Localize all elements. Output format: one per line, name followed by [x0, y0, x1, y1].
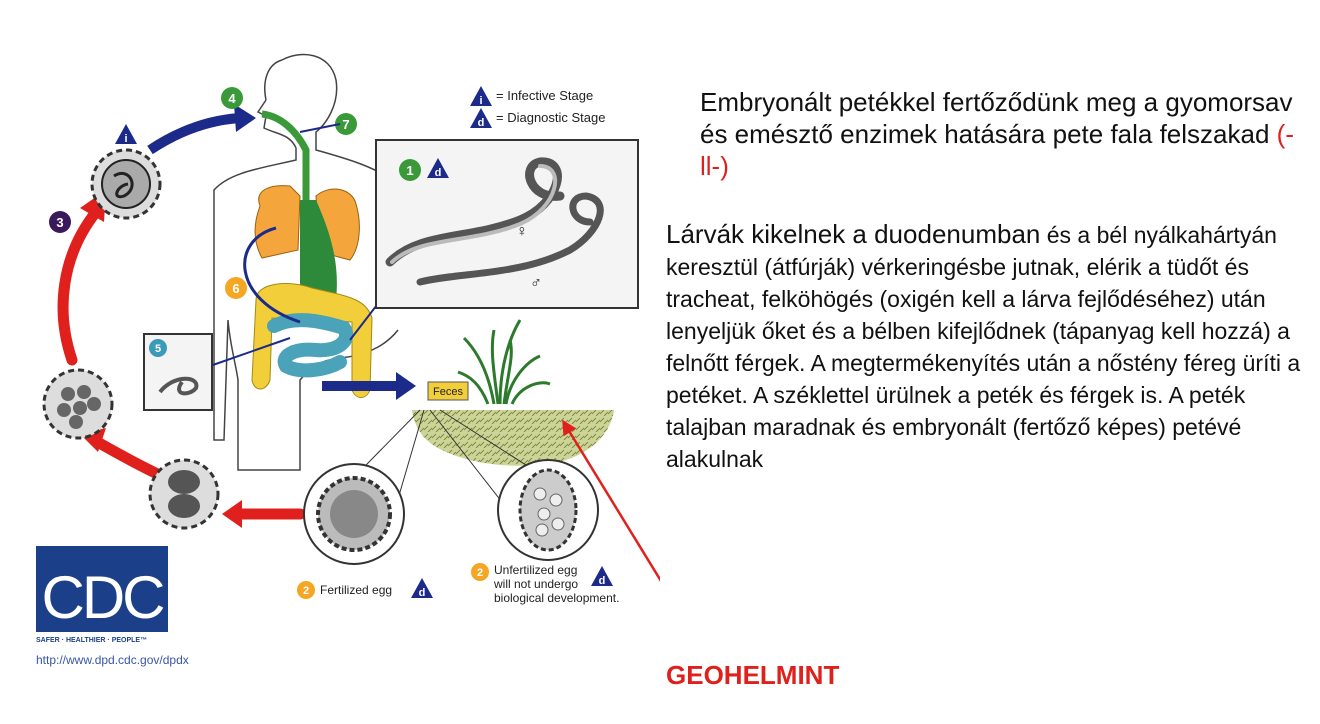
cdc-tagline: SAFER · HEALTHIER · PEOPLE™ — [36, 637, 147, 644]
svg-text:2: 2 — [303, 585, 309, 597]
larva-box: 5 — [143, 333, 213, 411]
ingestion-arrow — [147, 113, 241, 155]
stage-7-marker: 7 — [335, 113, 357, 135]
feces-box — [427, 381, 469, 401]
lifecycle-text: és a bél nyálkahártyán keresztül (átfúrj… — [666, 222, 1301, 472]
esophagus — [261, 110, 310, 200]
ingestion-arrowhead — [234, 104, 256, 132]
cdc-logo-letters: CDC — [42, 564, 165, 631]
svg-text:3: 3 — [56, 215, 63, 230]
larva — [158, 376, 199, 396]
svg-text:6: 6 — [232, 281, 239, 296]
male-symbol: ♂ — [530, 275, 542, 292]
svg-text:7: 7 — [342, 117, 349, 132]
svg-text:d: d — [599, 575, 606, 587]
fertilized-egg — [303, 463, 405, 565]
cdc-logo: CDC SAFER · HEALTHIER · PEOPLE™ — [36, 546, 168, 644]
lifecycle-diagram: i = Infective Stage d = Diagnostic Stage… — [36, 53, 660, 667]
stomach — [300, 200, 337, 300]
svg-text:4: 4 — [228, 91, 236, 106]
small-intestine — [267, 313, 354, 378]
svg-text:1: 1 — [406, 163, 413, 178]
infection-paragraph: Embryonált petékkel fertőződünk meg a gy… — [700, 86, 1300, 182]
pointer-7 — [299, 123, 341, 133]
svg-text:2: 2 — [477, 567, 483, 579]
feces-label: Feces — [433, 386, 463, 398]
legend-diagnostic-mark: d — [478, 117, 485, 129]
stage-6-marker: 6 — [225, 277, 247, 299]
stage-2-marker-unfertilized: 2 — [471, 563, 489, 581]
stage-5-marker: 5 — [149, 339, 167, 357]
text-panel: Embryonált petékkel fertőződünk meg a gy… — [660, 0, 1320, 724]
left-lung — [254, 185, 301, 259]
stage-3-marker: 3 — [49, 211, 71, 233]
unfertilized-label-3: biological development. — [494, 591, 619, 605]
stage-4-marker: 4 — [221, 87, 243, 109]
lifecycle-lead: Lárvák kikelnek a duodenumban — [666, 219, 1041, 249]
grass — [457, 319, 551, 405]
infective-egg-mark: i — [124, 133, 127, 145]
legend-infective-label: = Infective Stage — [496, 88, 593, 103]
multicell-egg — [42, 368, 114, 440]
infective-egg-marker: i — [115, 124, 137, 145]
human-body — [213, 53, 399, 471]
unfertilized-egg — [497, 459, 599, 561]
cdc-url: http://www.dpd.cdc.gov/dpdx — [36, 653, 189, 667]
stage-2-marker-fertilized: 2 — [297, 581, 315, 599]
adult-worms-box: 1 d ♀ ♂ — [375, 139, 639, 309]
svg-text:5: 5 — [155, 343, 161, 355]
infection-note: (-ll-) — [700, 119, 1294, 181]
male-worm — [416, 192, 604, 286]
lifecycle-paragraph: Lárvák kikelnek a duodenumban és a bél n… — [666, 218, 1306, 475]
migration-path — [243, 226, 301, 324]
excretion-arrowhead — [396, 372, 416, 400]
twocell-egg — [148, 458, 220, 530]
legend-infective-mark: i — [479, 95, 482, 107]
diagnostic-fertilized-icon: d — [411, 578, 433, 599]
svg-text:d: d — [435, 167, 442, 179]
infective-stage-icon: i — [470, 86, 492, 107]
cycle-arrow-left-up — [57, 206, 102, 366]
unfertilized-label-2: will not undergo — [493, 577, 578, 591]
unfertilized-label-1: Unfertilized egg — [494, 563, 577, 577]
svg-text:d: d — [419, 587, 426, 599]
infection-text: Embryonált petékkel fertőződünk meg a gy… — [700, 87, 1293, 149]
female-symbol: ♀ — [516, 223, 528, 240]
page-title: GEOHELMINT — [666, 660, 840, 690]
embryonated-egg — [90, 148, 162, 220]
legend: i = Infective Stage d = Diagnostic Stage — [470, 86, 605, 129]
diagnostic-unfertilized-icon: d — [591, 566, 613, 587]
soil — [412, 410, 614, 466]
diagnostic-stage-1-icon: d — [427, 158, 449, 179]
legend-diagnostic-label: = Diagnostic Stage — [496, 110, 605, 125]
soil-pointer-arrow — [562, 419, 660, 582]
fertilized-egg-label: Fertilized egg — [320, 583, 392, 597]
cycle-arrowhead-3 — [222, 500, 242, 528]
cycle-arrow-bottom-left — [88, 434, 172, 484]
large-intestine — [251, 283, 373, 398]
pointer-5 — [209, 337, 291, 367]
diagnostic-stage-icon: d — [470, 108, 492, 129]
stage-1-marker: 1 — [399, 159, 421, 181]
